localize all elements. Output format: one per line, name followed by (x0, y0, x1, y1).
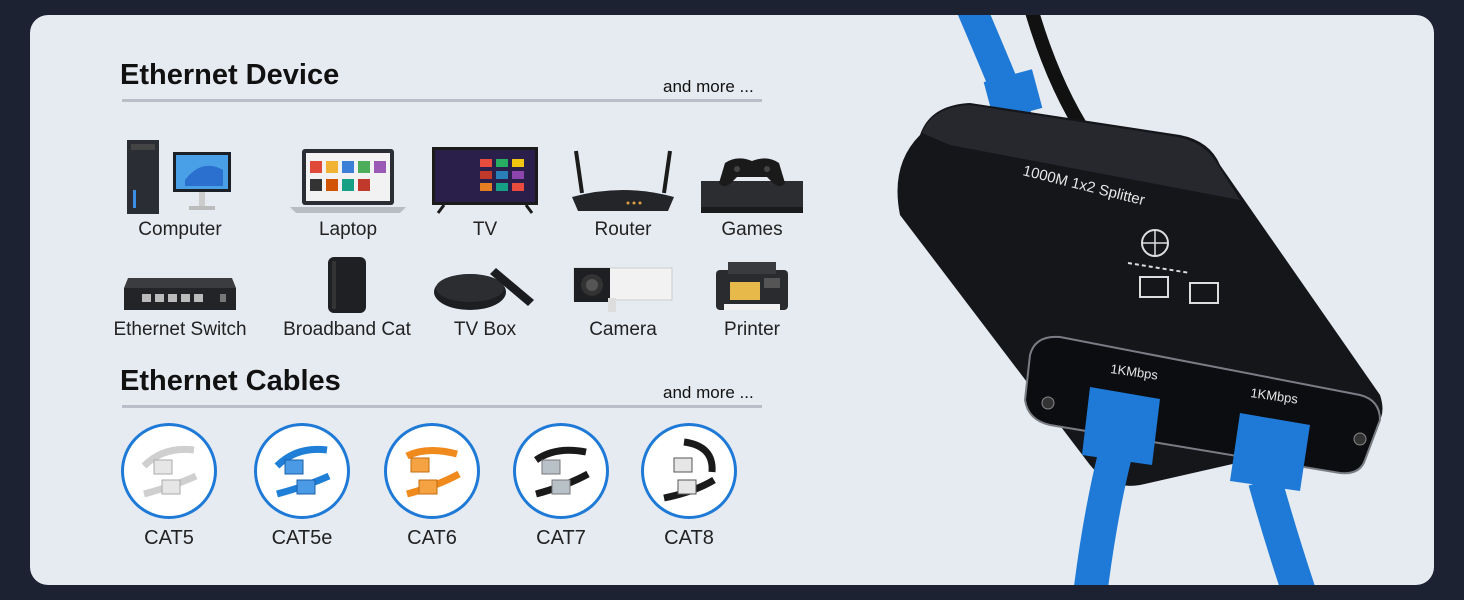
ethernet-device-title: Ethernet Device (120, 59, 340, 91)
cable-cat5: CAT5 (119, 423, 219, 550)
device-label: Printer (724, 319, 780, 340)
cable-cat5e: CAT5e (252, 423, 352, 550)
device-games: Games (672, 140, 832, 241)
cable-label: CAT6 (407, 527, 457, 549)
tv-icon (405, 140, 565, 215)
cat5-cable-icon (121, 423, 217, 519)
port-left-label: 1KMbps (1110, 361, 1160, 383)
device-tv: TV (405, 140, 565, 241)
cable-label: CAT7 (536, 527, 586, 549)
device-label: Camera (589, 319, 657, 340)
cable-label: CAT8 (664, 527, 714, 549)
cat7-cable-icon (513, 423, 609, 519)
printer-icon (672, 255, 832, 315)
modem-icon (267, 255, 427, 315)
device-label: TV Box (453, 319, 517, 340)
switch-icon (100, 255, 260, 315)
device-broadband-cat: Broadband Cat (267, 255, 427, 341)
cables-divider (122, 405, 762, 408)
main-panel: Ethernet Device and more ... Computer (30, 15, 1434, 585)
cable-cat6: CAT6 (382, 423, 482, 550)
ethernet-cables-title: Ethernet Cables (120, 365, 341, 397)
device-computer: Computer (100, 140, 260, 241)
device-printer: Printer (672, 255, 832, 341)
device-label: Laptop (318, 219, 378, 240)
camera-icon (543, 255, 703, 315)
port-right-label: 1KMbps (1250, 385, 1300, 407)
cable-cat8: CAT8 (639, 423, 739, 550)
device-camera: Camera (543, 255, 703, 341)
router-icon (543, 140, 703, 215)
splitter-product: 1000M 1x2 Splitter 1KMbps 1KMbps (860, 15, 1434, 585)
cables-more-link[interactable]: and more ... (663, 383, 754, 402)
device-label: TV (472, 219, 498, 240)
cat6-cable-icon (384, 423, 480, 519)
cable-label: CAT5e (271, 527, 333, 549)
device-ethernet-switch: Ethernet Switch (100, 255, 260, 341)
device-label: Ethernet Switch (113, 319, 247, 340)
cable-cat7: CAT7 (511, 423, 611, 550)
devices-divider (122, 99, 762, 102)
cable-label: CAT5 (144, 527, 194, 549)
device-label: Router (594, 219, 652, 240)
device-label: Games (721, 219, 783, 240)
device-router: Router (543, 140, 703, 241)
game-console-icon (672, 140, 832, 215)
devices-more-link[interactable]: and more ... (663, 77, 754, 96)
cat5e-cable-icon (254, 423, 350, 519)
splitter-illustration: 1000M 1x2 Splitter 1KMbps 1KMbps (897, 15, 1383, 585)
device-label: Broadband Cat (283, 319, 411, 340)
laptop-icon (268, 140, 428, 215)
computer-icon (100, 140, 260, 215)
device-tv-box: TV Box (405, 255, 565, 341)
device-laptop: Laptop (268, 140, 428, 241)
tv-box-icon (405, 255, 565, 315)
device-label: Computer (138, 219, 222, 240)
cat8-cable-icon (641, 423, 737, 519)
